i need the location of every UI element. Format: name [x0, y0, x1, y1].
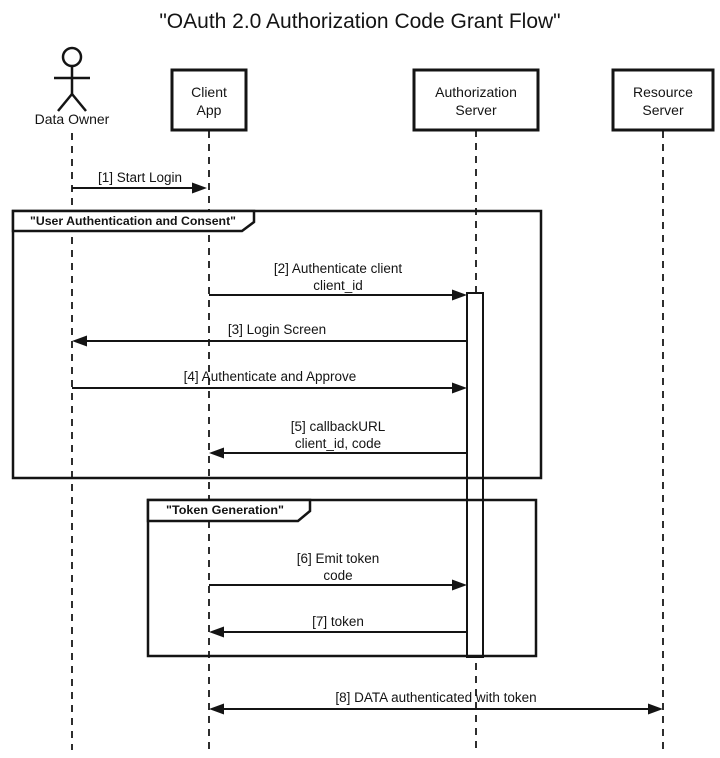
participant-label-line1: Authorization [435, 84, 517, 100]
message-7-token: [7] token [209, 614, 467, 638]
frame-token-generation: "Token Generation" [146, 498, 538, 658]
message-label: [8] DATA authenticated with token [335, 690, 536, 705]
activation-bar-authorization-server [466, 292, 484, 658]
message-4-authenticate-and-approve: [4] Authenticate and Approve [72, 369, 467, 394]
participant-box [611, 68, 715, 132]
participant-data-owner: Data Owner [35, 46, 110, 127]
arrowhead-left [72, 335, 87, 347]
message-3-login-screen: [3] Login Screen [72, 322, 467, 347]
message-label-line1: [2] Authenticate client [274, 261, 403, 276]
message-label: [3] Login Screen [228, 322, 326, 337]
actor-icon [54, 46, 90, 112]
message-label: [1] Start Login [98, 170, 182, 185]
participant-box [170, 68, 248, 132]
message-label-line1: [6] Emit token [297, 551, 380, 566]
frame-border [11, 209, 543, 480]
arrowhead-right [452, 289, 467, 301]
message-label: [7] token [312, 614, 364, 629]
participant-client-app: Client App [170, 68, 248, 132]
frame-label: "User Authentication and Consent" [30, 216, 236, 228]
arrowhead-right [648, 703, 663, 715]
message-label-line2: client_id [313, 278, 363, 293]
arrowhead-left [209, 626, 224, 638]
frame-user-authentication-and-consent: "User Authentication and Consent" [11, 209, 543, 480]
frame-label-tab [146, 498, 312, 523]
message-6-emit-token: [6] Emit token code [209, 551, 467, 591]
participant-label-line2: Server [642, 102, 684, 118]
message-2-authenticate-client: [2] Authenticate client client_id [209, 261, 467, 301]
participant-label-line1: Resource [633, 84, 693, 100]
frame-label: "Token Generation" [166, 505, 284, 517]
frame-label-tab [11, 209, 256, 233]
arrowhead-right [452, 382, 467, 394]
message-label: [4] Authenticate and Approve [184, 369, 357, 384]
message-label-line2: client_id, code [295, 436, 381, 451]
message-label-line1: [5] callbackURL [291, 419, 386, 434]
participant-label-line2: Server [455, 102, 497, 118]
arrowhead-left [209, 447, 224, 459]
arrowhead-right [452, 579, 467, 591]
message-8-data-authenticated-with-token: [8] DATA authenticated with token [209, 690, 663, 715]
participant-label-line2: App [197, 102, 222, 118]
arrowhead-right [192, 182, 207, 194]
participant-authorization-server: Authorization Server [412, 68, 540, 132]
arrowhead-left [209, 703, 224, 715]
message-label-line2: code [323, 568, 352, 583]
message-5-callback-url: [5] callbackURL client_id, code [209, 419, 467, 459]
frame-border [146, 498, 538, 658]
participant-box [412, 68, 540, 132]
participant-label: Data Owner [35, 111, 110, 127]
participant-label-line1: Client [191, 84, 227, 100]
participant-resource-server: Resource Server [611, 68, 715, 132]
diagram-title: "OAuth 2.0 Authorization Code Grant Flow… [159, 10, 560, 33]
message-1-start-login: [1] Start Login [72, 170, 207, 194]
